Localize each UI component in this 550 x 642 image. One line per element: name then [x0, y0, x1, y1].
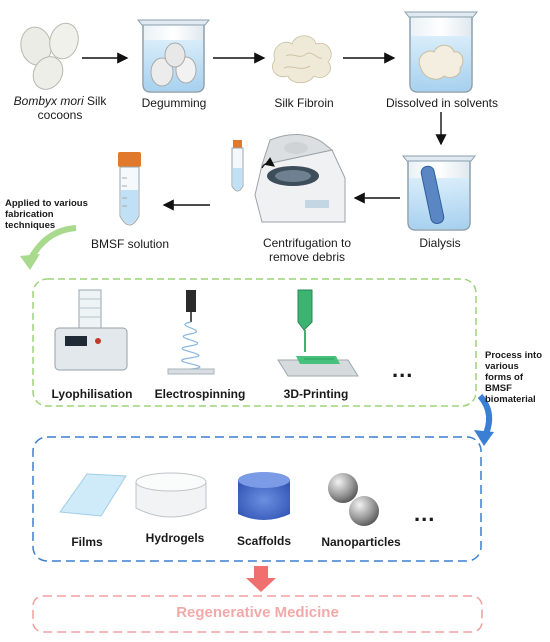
techniques-box	[32, 278, 477, 407]
outcome-label: Regenerative Medicine	[176, 604, 339, 621]
technique-lyophilisation: Lyophilisation	[51, 387, 133, 401]
electrospinning-icon	[167, 290, 215, 375]
form-nanoparticles: Nanoparticles	[321, 535, 401, 549]
silk-fibroin-icon	[271, 35, 332, 84]
down-arrow	[246, 566, 276, 592]
label-dialysis: Dialysis	[419, 236, 461, 250]
centrifuge-icon	[231, 134, 346, 223]
scaffold-icon	[238, 472, 290, 520]
label-cocoons: Bombyx mori Silk cocoons	[13, 94, 107, 122]
technique-3d-printing: 3D-Printing	[283, 387, 349, 401]
form-scaffolds: Scaffolds	[236, 534, 291, 548]
film-icon	[59, 473, 127, 517]
silk-cocoons-icon	[20, 22, 79, 90]
forms-more: ...	[414, 501, 436, 526]
3d-printer-icon	[277, 289, 359, 377]
dissolved-beaker-icon	[403, 11, 479, 93]
label-silk-fibroin: Silk Fibroin	[274, 96, 334, 110]
form-hydrogels: Hydrogels	[145, 531, 205, 545]
note-applied: Applied to various fabrication technique…	[5, 198, 88, 231]
label-centrifugation: Centrifugation to remove debris	[262, 236, 352, 264]
degumming-beaker-icon	[136, 19, 211, 93]
label-dissolved: Dissolved in solvents	[385, 96, 499, 110]
techniques-more: ...	[392, 357, 414, 382]
bmsf-tube-icon	[118, 152, 141, 226]
nanoparticles-icon	[328, 473, 379, 526]
dialysis-beaker-icon	[401, 155, 477, 231]
form-films: Films	[71, 535, 103, 549]
label-bmsf-solution: BMSF solution	[90, 237, 170, 251]
label-degumming: Degumming	[141, 96, 207, 110]
forms-box	[32, 436, 482, 562]
hydrogel-icon	[135, 472, 207, 518]
outcome-box	[32, 595, 483, 633]
technique-electrospinning: Electrospinning	[154, 387, 246, 401]
lyophiliser-icon	[54, 289, 128, 371]
note-process: Process into various forms of BMSF bioma…	[485, 350, 543, 405]
